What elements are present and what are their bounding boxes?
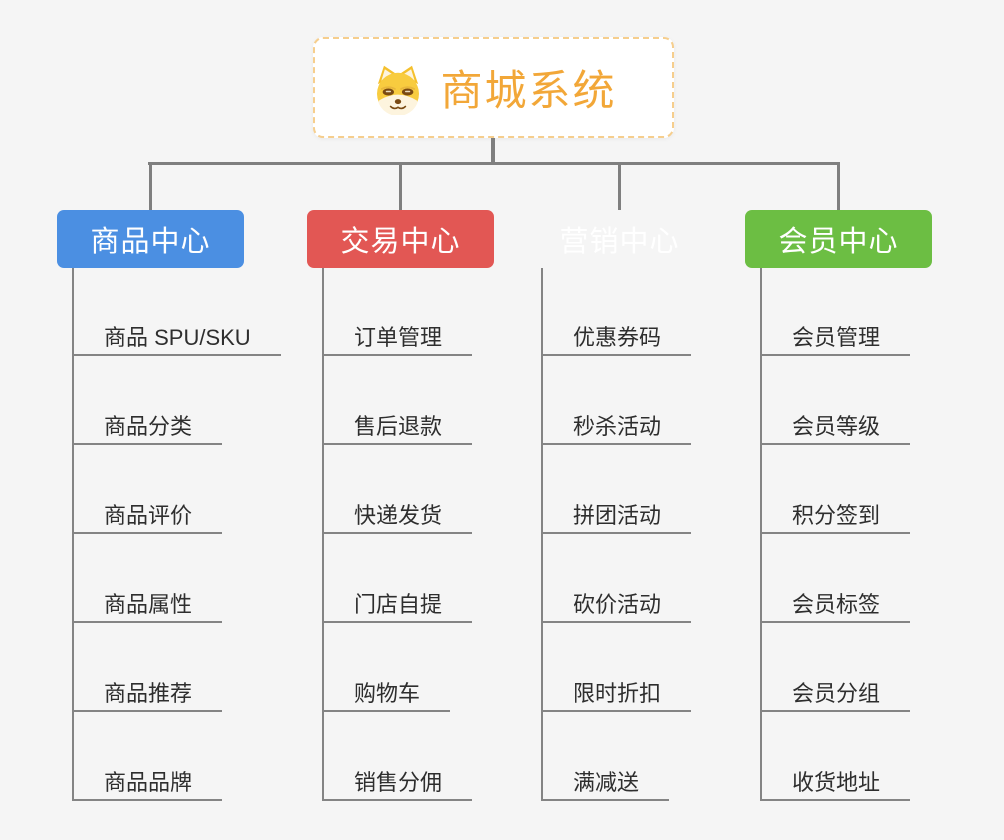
child-node[interactable]: 商品品牌 xyxy=(72,770,223,801)
child-node[interactable]: 购物车 xyxy=(322,681,451,712)
child-node[interactable]: 积分签到 xyxy=(760,503,911,534)
doge-icon xyxy=(377,65,420,115)
branch-drop-line xyxy=(837,162,840,210)
child-node[interactable]: 商品推荐 xyxy=(72,681,223,712)
root-title: 商城系统 xyxy=(440,67,617,114)
child-node[interactable]: 门店自提 xyxy=(322,592,473,623)
branch-label: 营销中心 xyxy=(559,226,680,258)
child-node[interactable]: 限时折扣 xyxy=(541,681,692,712)
child-node[interactable]: 快递发货 xyxy=(322,503,473,534)
branch-label: 会员中心 xyxy=(778,226,899,258)
child-node[interactable]: 满减送 xyxy=(541,770,670,801)
child-node[interactable]: 优惠券码 xyxy=(541,325,692,356)
children-rail-line xyxy=(72,268,74,801)
child-node[interactable]: 会员分组 xyxy=(760,681,911,712)
child-node[interactable]: 收货地址 xyxy=(760,770,911,801)
child-node[interactable]: 销售分佣 xyxy=(322,770,473,801)
branch-node-3[interactable]: 营销中心 xyxy=(526,210,713,268)
child-node[interactable]: 会员标签 xyxy=(760,592,911,623)
child-node[interactable]: 商品 SPU/SKU xyxy=(72,325,281,356)
children-rail-line xyxy=(322,268,324,801)
children-rail-line xyxy=(541,268,543,801)
branch-drop-line xyxy=(618,162,621,210)
child-node[interactable]: 售后退款 xyxy=(322,414,473,445)
child-node[interactable]: 会员管理 xyxy=(760,325,911,356)
child-node[interactable]: 商品评价 xyxy=(72,503,223,534)
child-node[interactable]: 会员等级 xyxy=(760,414,911,445)
root-node[interactable]: 商城系统 xyxy=(313,37,674,138)
child-node[interactable]: 秒杀活动 xyxy=(541,414,692,445)
branch-node-2[interactable]: 交易中心 xyxy=(307,210,494,268)
root-connector-line xyxy=(491,138,495,165)
branch-node-4[interactable]: 会员中心 xyxy=(745,210,932,268)
child-node[interactable]: 商品分类 xyxy=(72,414,223,445)
children-rail-line xyxy=(760,268,762,801)
child-node[interactable]: 砍价活动 xyxy=(541,592,692,623)
child-node[interactable]: 拼团活动 xyxy=(541,503,692,534)
branch-label: 商品中心 xyxy=(90,226,211,258)
branch-drop-line xyxy=(149,162,152,210)
child-node[interactable]: 商品属性 xyxy=(72,592,223,623)
branch-node-1[interactable]: 商品中心 xyxy=(57,210,244,268)
branch-drop-line xyxy=(399,162,402,210)
branch-label: 交易中心 xyxy=(340,226,461,258)
bus-connector-line xyxy=(148,162,840,165)
child-node[interactable]: 订单管理 xyxy=(322,325,473,356)
